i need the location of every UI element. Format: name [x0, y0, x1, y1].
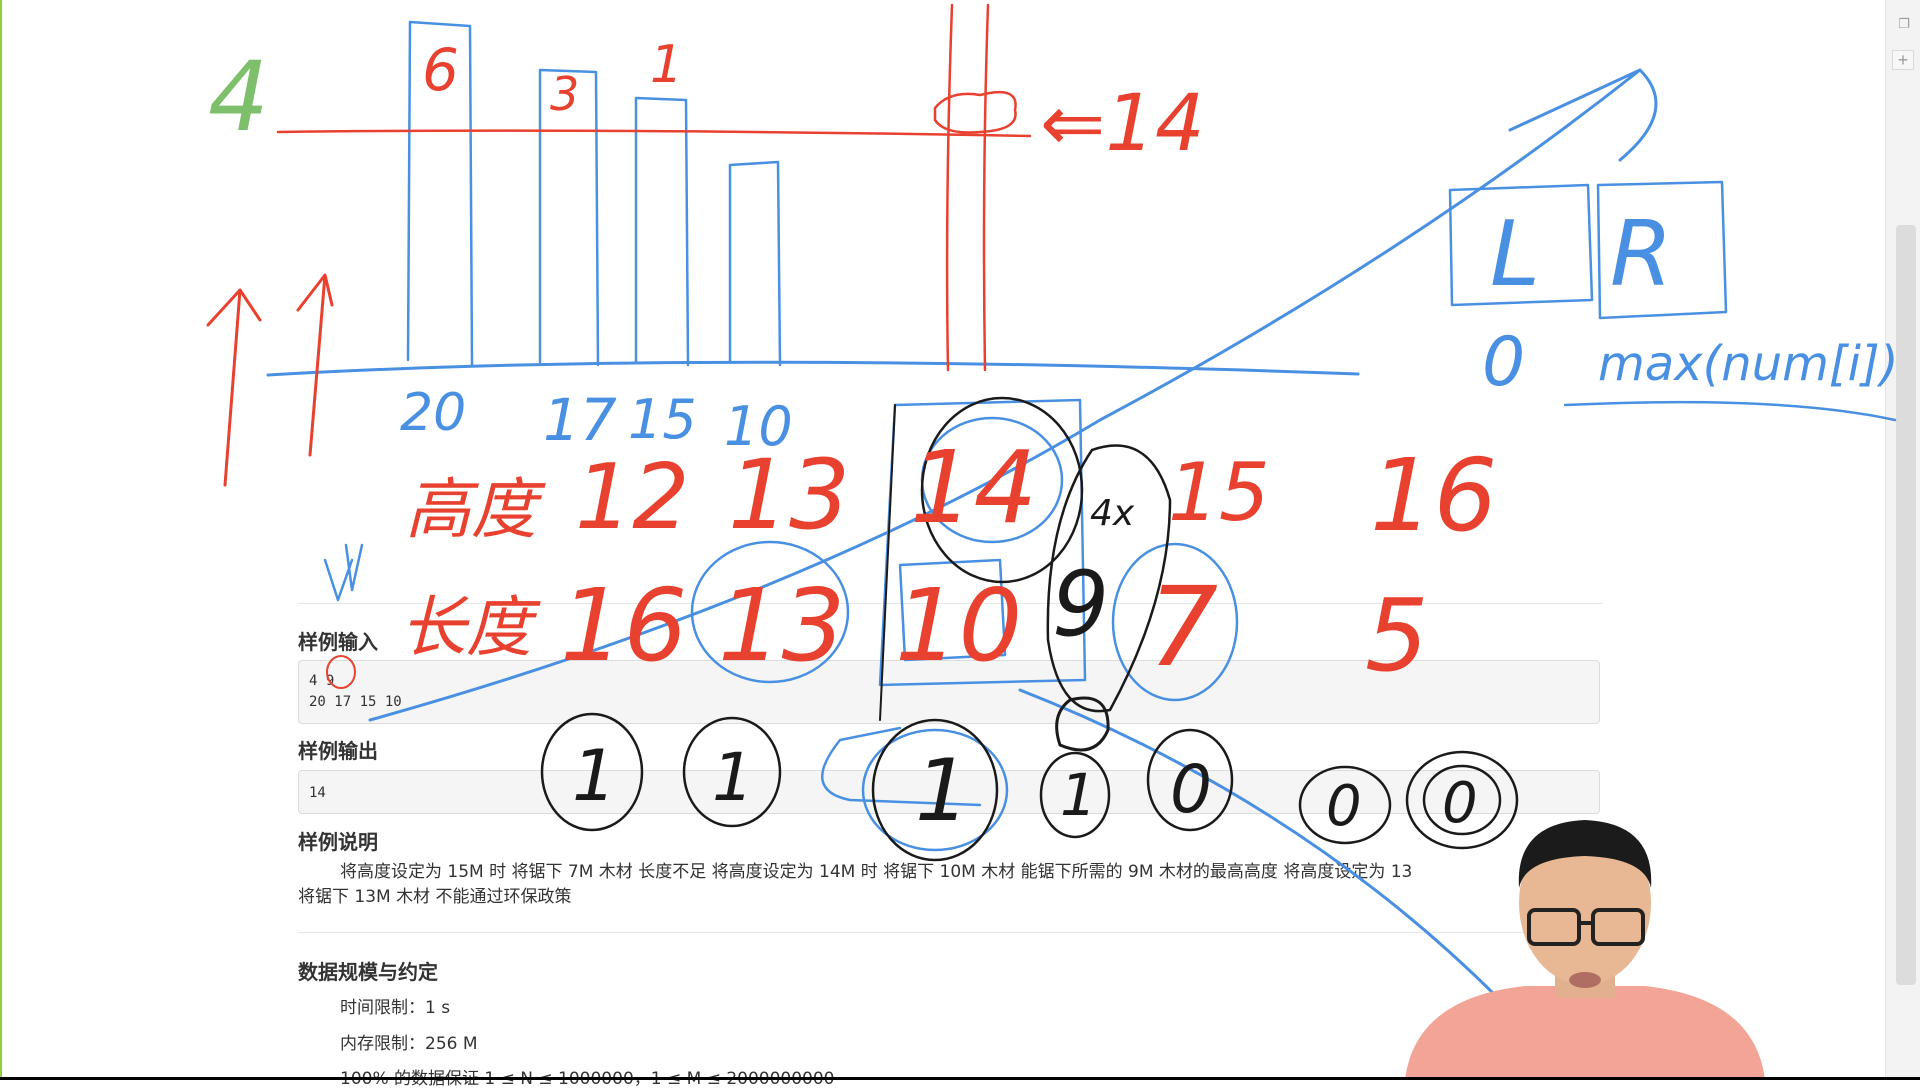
bit-circle [1039, 751, 1111, 839]
bar-label: 6 [422, 36, 459, 104]
presenter-avatar [1405, 820, 1765, 1080]
circle-14 [920, 396, 1084, 584]
bar [728, 160, 782, 367]
box-l-label: L [1490, 202, 1540, 307]
sample-input-title: 样例输入 [298, 630, 378, 654]
bar-label: 3 [550, 67, 579, 121]
length-value: 16 [560, 567, 687, 684]
zero-label: 0 [1482, 323, 1525, 402]
arrow-up [206, 288, 262, 487]
sample-input-line: 20 17 15 10 [309, 694, 402, 710]
box-l [1448, 183, 1594, 307]
bit: 0 [1326, 774, 1362, 839]
bit-circle [540, 712, 644, 832]
restore-icon[interactable]: ❐ [1898, 16, 1910, 31]
axis-line [266, 360, 1360, 377]
height-value: 16 [1370, 437, 1497, 554]
bit-circle [682, 716, 782, 828]
bar [634, 96, 690, 367]
sample-input-box[interactable]: 4 9 20 17 15 10 [298, 660, 1600, 724]
row-label-length: 长度 [400, 589, 541, 666]
divider [298, 603, 1602, 604]
plus-icon[interactable]: + [1892, 50, 1914, 70]
box-r-label: R [1610, 202, 1673, 307]
bar-label-bottom: 10 [724, 395, 793, 458]
blue-curve [368, 68, 1642, 722]
left-number: 4 [208, 41, 269, 153]
sample-output-title: 样例输出 [298, 739, 378, 763]
height-line [276, 129, 1032, 138]
max-expression: max(num[i]) [1598, 336, 1898, 392]
arrow-up [296, 273, 334, 457]
row-label-height: 高度 [405, 471, 546, 548]
window-edge [0, 0, 2, 1080]
bar [406, 20, 474, 367]
sample-explain-title: 样例说明 [298, 830, 378, 854]
height-value: 12 [575, 445, 690, 550]
bars [266, 20, 1360, 377]
bit-circle [1298, 765, 1392, 845]
sample-output-line: 14 [309, 785, 326, 801]
length-value: 7 [1148, 563, 1218, 691]
bit: 0 [1170, 751, 1212, 828]
sample-explain-text: 将高度设定为 15M 时 将锯下 7M 木材 长度不足 将高度设定为 14M 时… [340, 862, 1413, 882]
arrow-value: ⇐14 [1040, 79, 1205, 169]
bar-label-bottom: 17 [543, 386, 617, 454]
time-limit: 时间限制：1 s [340, 998, 451, 1018]
bracket-box [878, 398, 1087, 687]
bar [538, 68, 600, 367]
scrollbar-thumb[interactable] [1896, 225, 1916, 985]
vertical-red [982, 3, 990, 372]
height-value: 13 [728, 439, 850, 551]
small-note: 4x [1090, 493, 1135, 534]
arrow-down [323, 543, 364, 602]
bit: 0 [1442, 771, 1478, 836]
height-value: 14 [910, 429, 1037, 546]
window-edge [0, 1077, 1920, 1080]
scrollbar[interactable] [1885, 0, 1920, 1080]
bar-label-bottom: 20 [400, 383, 466, 443]
divider [298, 932, 1602, 933]
sample-output-box[interactable]: 14 [298, 770, 1600, 814]
box-r [1596, 180, 1728, 320]
bar-label-bottom: 15 [628, 388, 697, 451]
bar-label: 1 [650, 35, 683, 95]
sample-explain-text: 将锯下 13M 木材 不能通过环保政策 [298, 887, 572, 907]
bit-circle [1146, 728, 1234, 832]
bit: 1 [915, 741, 970, 841]
bit: 1 [712, 739, 754, 816]
length-value: 10 [895, 567, 1022, 684]
vertical-red [945, 3, 954, 372]
length-value: 5 [1365, 577, 1429, 694]
length-value: 9 [1052, 552, 1109, 657]
presenter-webcam [1405, 818, 1765, 1080]
bit: 1 [1060, 761, 1097, 829]
bit-circle [871, 718, 999, 862]
tree-cloud [933, 90, 1017, 134]
data-scale-title: 数据规模与约定 [298, 960, 438, 984]
length-value: 13 [718, 567, 845, 684]
memory-limit: 内存限制：256 M [340, 1034, 478, 1054]
height-value: 15 [1168, 446, 1270, 539]
bit: 1 [572, 735, 617, 817]
bit-circle [1405, 750, 1519, 850]
